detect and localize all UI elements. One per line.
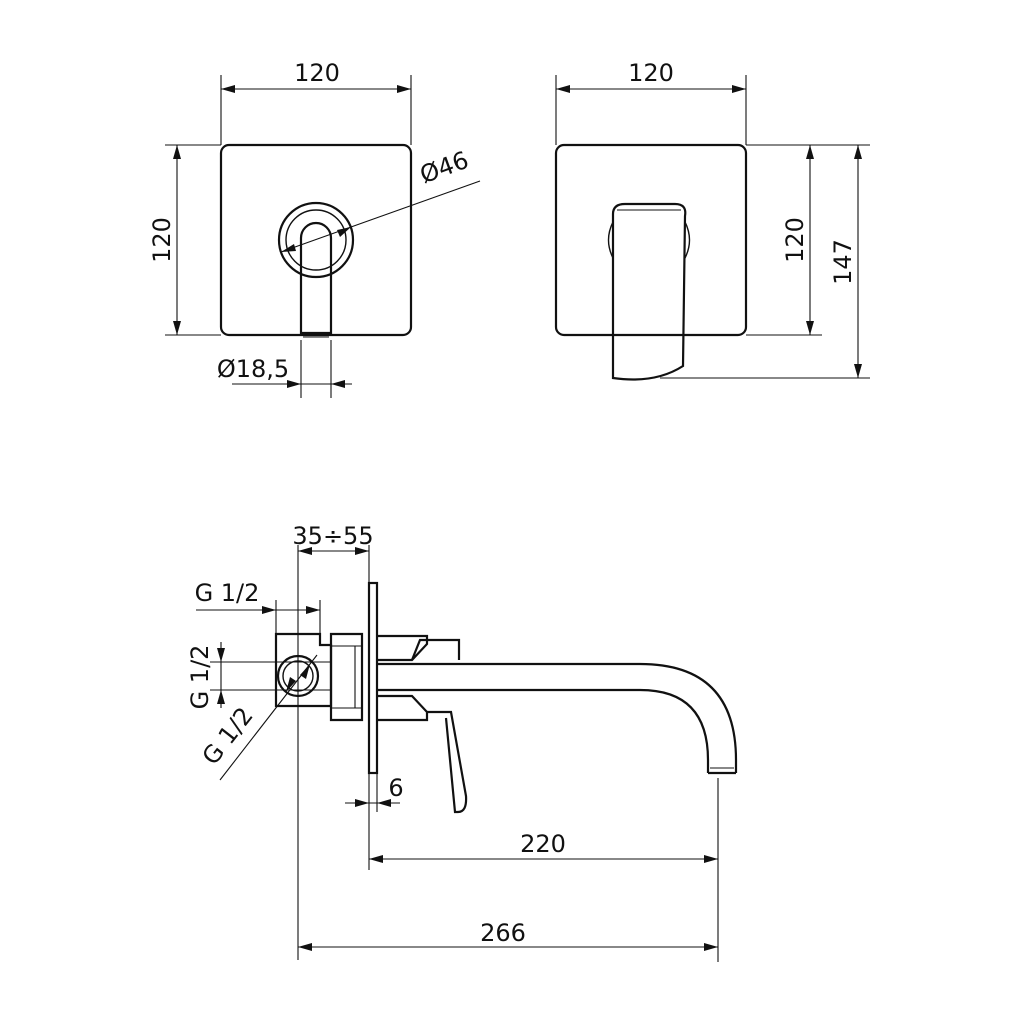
arrow-head <box>300 664 310 679</box>
arrow-head <box>806 321 814 335</box>
section-view: 35÷55 G 1/2 G 1/2 G 1/2 6 220 <box>186 522 738 962</box>
arrow-head <box>704 855 718 863</box>
front-height-label: 120 <box>148 217 176 263</box>
plate-thickness-label: 6 <box>388 774 403 802</box>
arrow-head <box>732 85 746 93</box>
side-width-label: 120 <box>628 59 674 87</box>
arrow-head <box>337 227 351 237</box>
rosette-profile <box>377 634 429 662</box>
side-height-label: 120 <box>781 217 809 263</box>
arrow-head <box>217 690 225 704</box>
section-lever-lower <box>427 710 468 814</box>
arrow-head <box>377 799 391 807</box>
rosette-outer <box>277 201 355 279</box>
arrow-head <box>397 85 411 93</box>
side-total-height-label: 147 <box>829 239 857 285</box>
arrow-head <box>286 677 296 692</box>
arrow-head <box>306 606 320 614</box>
arrow-head <box>287 380 301 388</box>
arrow-head <box>355 547 369 555</box>
arrow-head <box>217 648 225 662</box>
arrow-head <box>369 855 383 863</box>
arrow-head <box>262 606 276 614</box>
rosette-inner <box>285 209 347 271</box>
side-plate <box>554 143 748 337</box>
spout-diameter-label: Ø18,5 <box>217 355 289 383</box>
arrow-head <box>173 145 181 159</box>
side-view: 120 120 147 <box>554 59 870 381</box>
wall-plate <box>367 581 379 775</box>
rosette-diameter-leader <box>280 180 481 253</box>
front-width-label: 120 <box>294 59 340 87</box>
arrow-head <box>806 145 814 159</box>
front-view: 120 120 Ø46 Ø18,5 <box>148 59 481 398</box>
arrow-head <box>704 943 718 951</box>
side-rosette-right <box>684 221 691 259</box>
side-handle <box>611 202 687 381</box>
section-lever <box>410 638 461 661</box>
rosette-diameter-label: Ø46 <box>416 146 472 189</box>
thread-top-label: G 1/2 <box>195 579 260 607</box>
spout-length-label: 220 <box>520 830 566 858</box>
front-plate <box>219 143 413 337</box>
spout <box>377 662 738 773</box>
arrow-head <box>298 547 312 555</box>
wall-range-label: 35÷55 <box>292 522 373 550</box>
valve-body <box>329 632 364 722</box>
arrow-head <box>854 145 862 159</box>
arrow-head <box>281 244 296 252</box>
thread-left-label: G 1/2 <box>186 645 214 710</box>
rosette-profile-lower <box>377 694 429 722</box>
arrow-head <box>331 380 345 388</box>
side-rosette-left <box>607 221 614 259</box>
thread-diag-label: G 1/2 <box>197 702 259 770</box>
arrow-head <box>298 943 312 951</box>
arrow-head <box>854 364 862 378</box>
spout-inner <box>377 688 710 773</box>
total-length-label: 266 <box>480 919 526 947</box>
arrow-head <box>173 321 181 335</box>
thread-diag-leader <box>219 654 318 781</box>
arrow-head <box>221 85 235 93</box>
arrow-head <box>355 799 369 807</box>
arrow-head <box>556 85 570 93</box>
